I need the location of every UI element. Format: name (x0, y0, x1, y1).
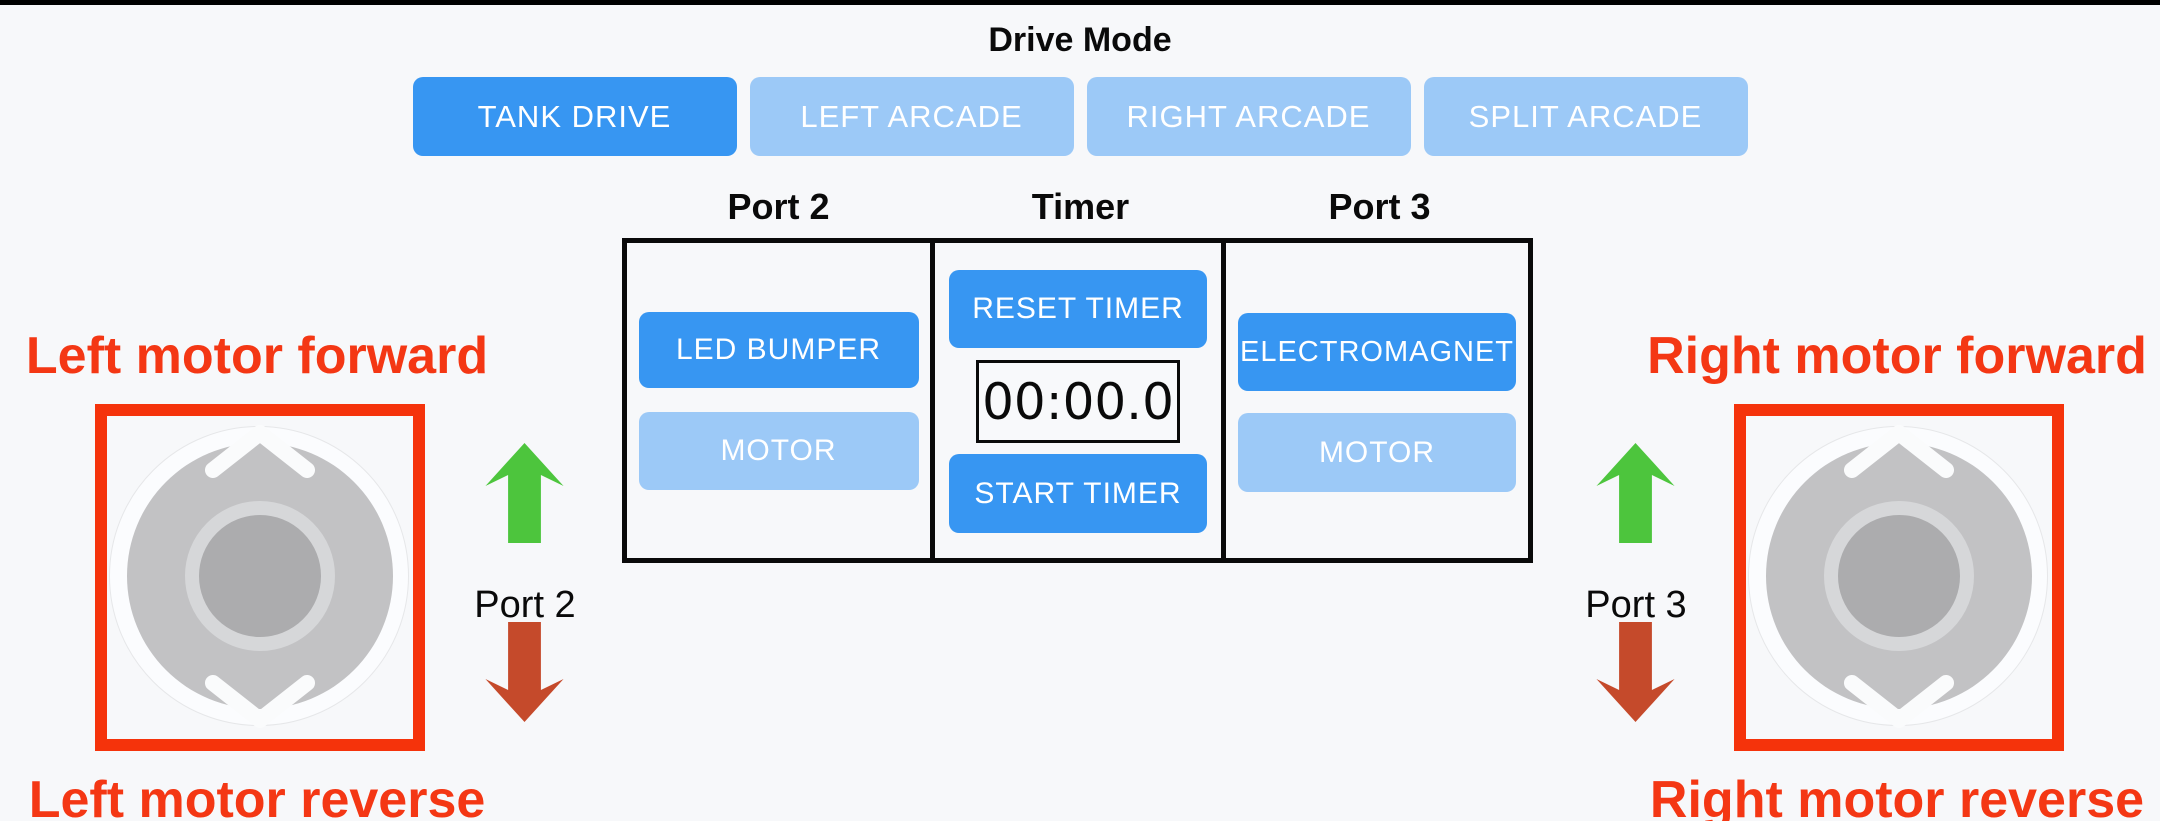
control-table: LED BUMPER MOTOR RESET TIMER 00:00.0 STA… (622, 238, 1533, 563)
left-joystick[interactable] (95, 404, 425, 751)
chevron-up-icon (205, 425, 315, 478)
right-joystick-knob[interactable] (1824, 501, 1974, 651)
led-bumper-button[interactable]: LED BUMPER (638, 312, 919, 388)
chevron-down-icon (205, 675, 315, 728)
port2-cell: LED BUMPER MOTOR (627, 243, 935, 558)
right-down-arrow-icon (1596, 622, 1675, 722)
electromagnet-button[interactable]: ELECTROMAGNET (1238, 313, 1516, 391)
drive-mode-split-arcade-button[interactable]: SPLIT ARCADE (1423, 77, 1748, 156)
right-joystick[interactable] (1734, 404, 2064, 751)
left-down-arrow-icon (485, 622, 564, 722)
drive-mode-right-arcade-button[interactable]: RIGHT ARCADE (1086, 77, 1411, 156)
left-motor-forward-label: Left motor forward (25, 327, 489, 385)
chevron-up-icon (1844, 425, 1954, 478)
left-up-arrow-icon (485, 443, 564, 543)
right-motor-reverse-label: Right motor reverse (1649, 771, 2145, 821)
timer-cell: RESET TIMER 00:00.0 START TIMER (935, 243, 1226, 558)
timer-display: 00:00.0 (976, 360, 1180, 443)
timer-column-header: Timer (1031, 186, 1130, 227)
port3-cell: ELECTROMAGNET MOTOR (1226, 243, 1528, 558)
right-up-arrow-icon (1596, 443, 1675, 543)
chevron-down-icon (1844, 675, 1954, 728)
left-joystick-knob[interactable] (185, 501, 335, 651)
start-timer-button[interactable]: START TIMER (949, 454, 1207, 533)
port3-motor-button[interactable]: MOTOR (1238, 413, 1516, 492)
top-bar (0, 0, 2160, 5)
port2-column-header: Port 2 (727, 186, 830, 227)
drive-mode-button-row: TANK DRIVE LEFT ARCADE RIGHT ARCADE SPLI… (0, 77, 2160, 156)
drive-mode-title: Drive Mode (988, 21, 1172, 59)
left-joystick-chevrons (205, 425, 315, 728)
left-port-label: Port 2 (474, 584, 576, 626)
right-port-label: Port 3 (1585, 584, 1687, 626)
reset-timer-button[interactable]: RESET TIMER (949, 270, 1207, 348)
drive-mode-left-arcade-button[interactable]: LEFT ARCADE (749, 77, 1074, 156)
right-joystick-chevrons (1844, 425, 1954, 728)
port2-motor-button[interactable]: MOTOR (638, 412, 919, 490)
drive-mode-tank-drive-button[interactable]: TANK DRIVE (412, 77, 737, 156)
right-motor-forward-label: Right motor forward (1647, 327, 2147, 385)
left-motor-reverse-label: Left motor reverse (28, 771, 486, 821)
port3-column-header: Port 3 (1328, 186, 1431, 227)
